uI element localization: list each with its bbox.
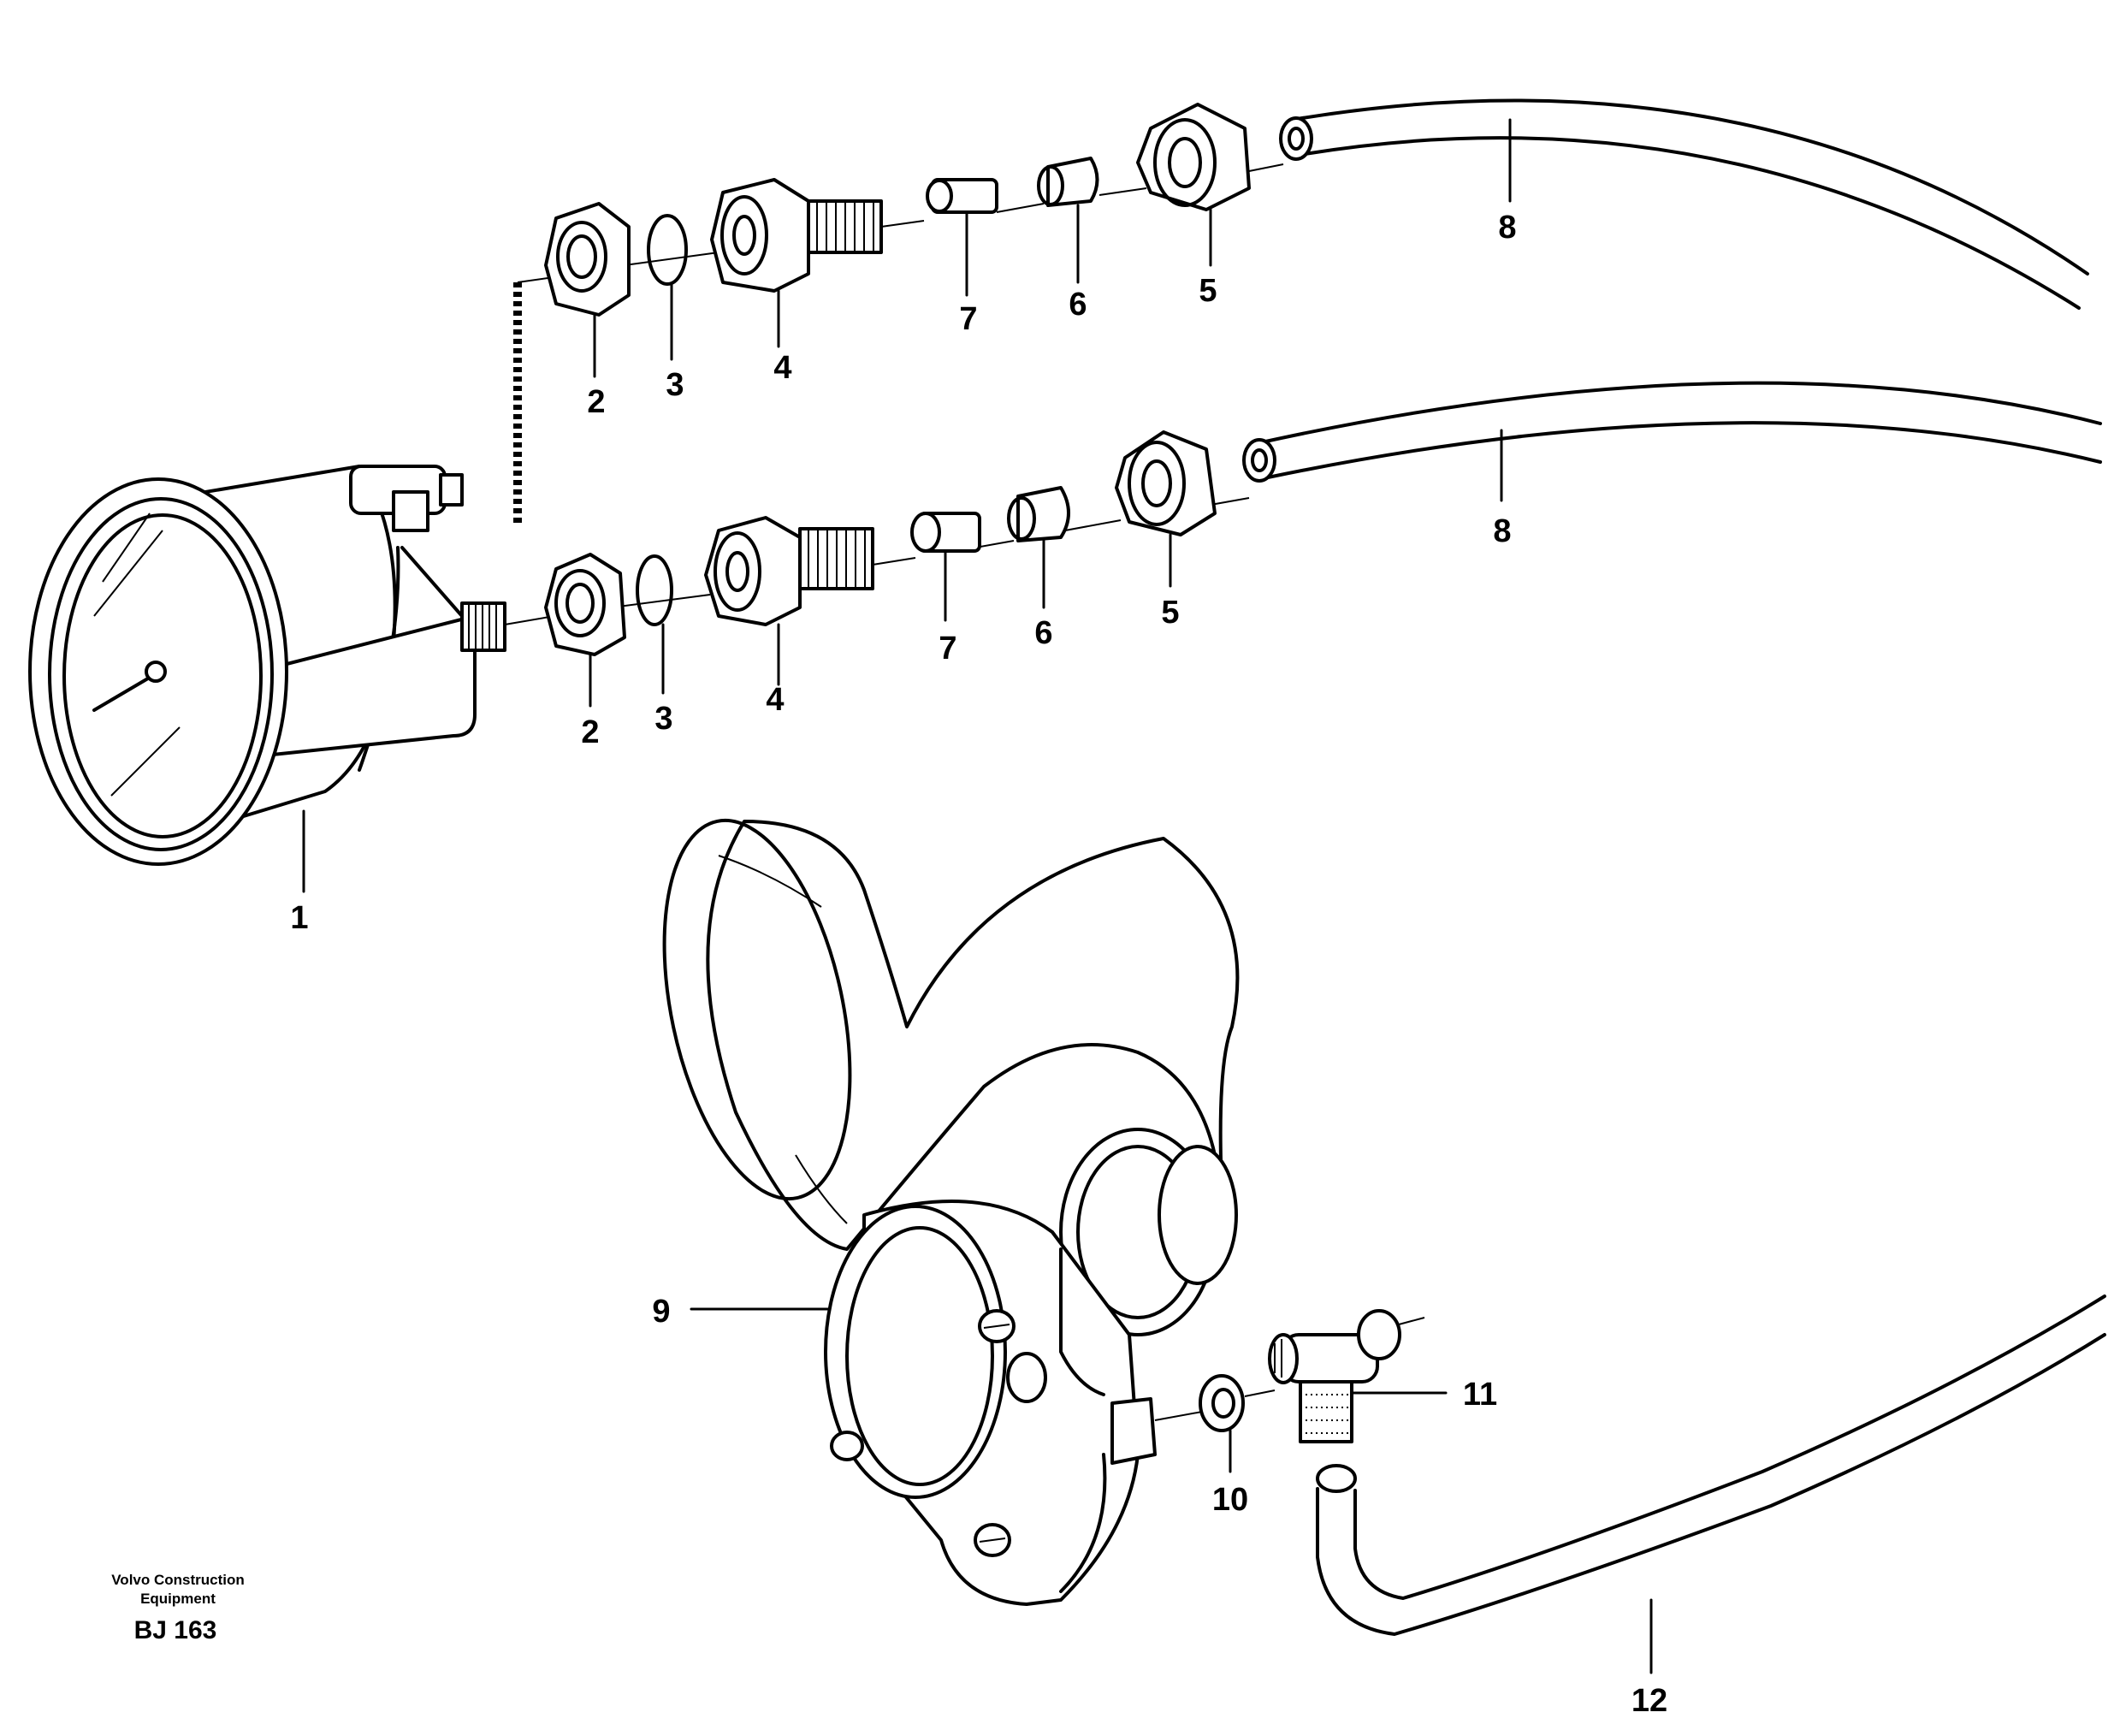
publisher-line-1: Volvo Construction [111,1572,245,1588]
callout-7-upper: 7 [959,301,977,337]
callout-5-lower: 5 [1161,595,1179,631]
callout-3-lower: 3 [654,701,672,737]
drawing-code: BJ 163 [134,1616,217,1644]
callout-8-lower: 8 [1493,513,1511,549]
pressure-gauge [28,282,522,866]
callout-6-lower: 6 [1034,615,1052,651]
publisher-line-2: Equipment [140,1591,216,1607]
callout-6-upper: 6 [1069,287,1087,323]
callout-numbers: 1 2 3 4 5 6 7 8 2 3 4 5 6 7 8 9 10 11 12 [290,210,1667,1719]
upper-fitting-assembly [517,98,2089,317]
callout-7-lower: 7 [939,631,956,667]
leader-lines [302,118,1653,1674]
footer-credit: Volvo Construction Equipment BJ 163 [111,1572,245,1644]
callout-4-lower: 4 [766,682,784,718]
lower-fitting-assembly [504,381,2102,656]
callout-2-lower: 2 [581,714,599,750]
callout-3-upper: 3 [666,367,684,403]
callout-12: 12 [1631,1683,1667,1719]
callout-11: 11 [1463,1377,1497,1413]
callout-10: 10 [1212,1482,1248,1518]
callout-5-upper: 5 [1199,273,1217,309]
callout-8-upper: 8 [1498,210,1516,246]
air-horn [662,818,1240,1606]
callout-1: 1 [290,900,308,936]
callout-4-upper: 4 [773,350,791,386]
callout-2-upper: 2 [587,384,605,420]
callout-9: 9 [652,1294,670,1330]
horn-connection [1199,1295,2106,1636]
